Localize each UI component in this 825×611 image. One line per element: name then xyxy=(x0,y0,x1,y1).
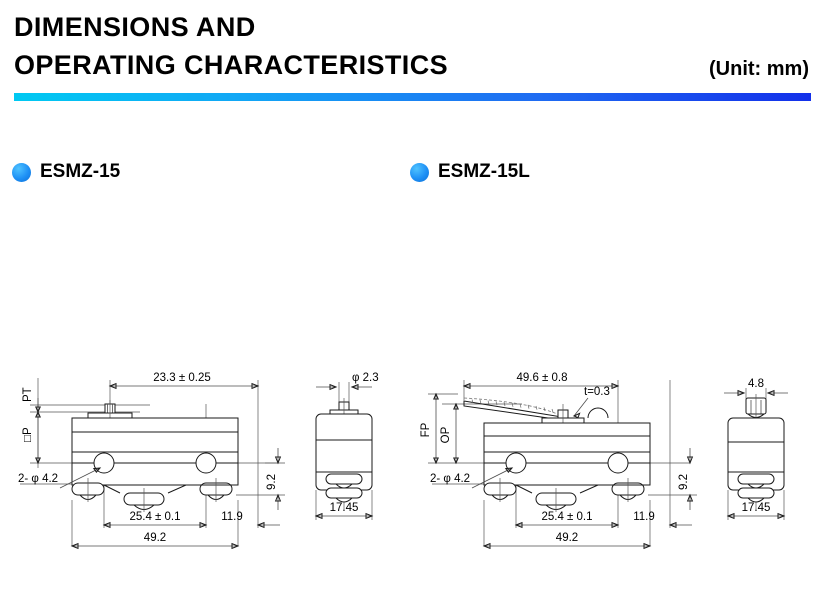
dim-label-23-3: 23.3 ± 0.25 xyxy=(153,372,210,384)
dim-offset-11-9: 11.9 xyxy=(221,511,280,529)
side-terminal-upper xyxy=(325,473,363,485)
lever-arm xyxy=(463,397,609,421)
body-base xyxy=(71,462,239,486)
section-title-esmz15: ESMZ-15 xyxy=(40,161,121,182)
dim-label-17-45: 17.45 xyxy=(330,502,359,514)
dim-label-25-4: 25.4 ± 0.1 xyxy=(129,511,180,523)
switch-body xyxy=(71,417,239,486)
dim-hole-height-9-2: 9.2 xyxy=(266,448,282,510)
bullet-icon xyxy=(12,162,31,182)
dim-top-23-3: 23.3 ± 0.25 xyxy=(108,372,260,390)
side-terminal-lower xyxy=(325,487,363,499)
title-line-2: OPERATING CHARACTERISTICS xyxy=(14,50,449,80)
mounting-hole-right xyxy=(607,452,629,474)
dim-free-position: □P xyxy=(22,410,41,465)
mounting-hole-left xyxy=(505,452,527,474)
section-label-esmz15l: ESMZ-15L xyxy=(410,161,530,183)
header-accent-rule xyxy=(14,93,811,101)
esmz15-front-view: PT □P 23.3 ± 0.25 xyxy=(18,372,285,550)
dim-operating-position: OP xyxy=(440,402,459,465)
dim-pitch-25-4: 25.4 ± 0.1 xyxy=(102,511,208,529)
dim-label-9-2: 9.2 xyxy=(266,474,278,490)
body-base xyxy=(483,462,651,486)
side-terminal-upper xyxy=(737,473,775,485)
dim-offset-11-9: 11.9 xyxy=(633,511,692,529)
dim-label-17-45: 17.45 xyxy=(742,502,771,514)
dim-label-49-2: 49.2 xyxy=(144,532,166,544)
section-title-esmz15l: ESMZ-15L xyxy=(438,161,530,182)
section-label-esmz15: ESMZ-15 xyxy=(12,161,120,183)
side-lever xyxy=(745,394,767,510)
dim-label-4-8: 4.8 xyxy=(748,378,764,390)
esmz15-side-view: φ 2.3 xyxy=(314,372,379,520)
dim-label-9-2: 9.2 xyxy=(678,474,690,490)
dim-overall-49-2: 49.2 xyxy=(70,532,240,550)
esmz15l-side-view: 4.8 xyxy=(724,378,788,520)
dim-label-phi-2-3: φ 2.3 xyxy=(352,372,379,384)
dim-label-hole-dia: 2- φ 4.2 xyxy=(18,473,58,485)
dim-label-box-p: □P xyxy=(22,427,34,442)
terminal-bridge-right xyxy=(167,484,187,494)
dim-side-width-17-45: 17.45 xyxy=(726,490,786,520)
technical-drawing-esmz15l: 49.6 ± 0.8 FP OP xyxy=(412,360,824,560)
title-line-1: DIMENSIONS AND xyxy=(14,12,256,42)
esmz15l-front-view: 49.6 ± 0.8 FP OP xyxy=(420,372,697,550)
callout-hole-dia: 2- φ 4.2 xyxy=(18,467,102,489)
callout-lever-thickness: t=0.3 xyxy=(572,386,610,419)
lever-travel-hatch xyxy=(471,399,554,413)
unit-note: (Unit: mm) xyxy=(709,58,809,80)
bullet-icon xyxy=(410,162,429,182)
dim-label-fp: FP xyxy=(420,422,432,437)
callout-hole-dia: 2- φ 4.2 xyxy=(430,467,514,489)
mounting-hole-left xyxy=(93,452,115,474)
terminal-bridge-left xyxy=(515,484,533,494)
switch-body xyxy=(483,422,651,486)
lever-travel-upper xyxy=(463,397,563,417)
dim-label-pt: PT xyxy=(22,387,34,402)
dim-pitch-25-4: 25.4 ± 0.1 xyxy=(514,511,620,529)
terminals xyxy=(483,478,650,512)
dim-side-width-17-45: 17.45 xyxy=(314,490,374,520)
dim-plunger-travel: PT xyxy=(22,387,41,414)
dim-lever-length: 49.6 ± 0.8 xyxy=(462,372,620,390)
dim-label-hole-dia: 2- φ 4.2 xyxy=(430,473,470,485)
mounting-hole-right xyxy=(195,452,217,474)
dim-label-11-9: 11.9 xyxy=(633,511,655,523)
side-terminal-lower xyxy=(737,487,775,499)
dim-label-11-9: 11.9 xyxy=(221,511,243,523)
dim-hole-height-9-2: 9.2 xyxy=(678,448,694,510)
dim-free-position: FP xyxy=(420,392,439,465)
dim-label-op: OP xyxy=(440,426,452,443)
terminals xyxy=(71,478,238,512)
dim-overall-49-2: 49.2 xyxy=(482,532,652,550)
lever-travel-arc xyxy=(587,407,609,419)
terminal-bridge-right xyxy=(579,484,599,494)
side-body xyxy=(315,413,373,503)
dim-label-49-2: 49.2 xyxy=(556,532,578,544)
dim-label-25-4: 25.4 ± 0.1 xyxy=(541,511,592,523)
technical-drawing-esmz15: PT □P 23.3 ± 0.25 xyxy=(0,360,412,560)
dim-label-49-6: 49.6 ± 0.8 xyxy=(516,372,567,384)
page-title: DIMENSIONS AND OPERATING CHARACTERISTICS xyxy=(14,8,634,84)
side-body xyxy=(727,417,785,503)
dim-label-t-0-3: t=0.3 xyxy=(584,386,610,398)
terminal-bridge-left xyxy=(103,484,121,494)
